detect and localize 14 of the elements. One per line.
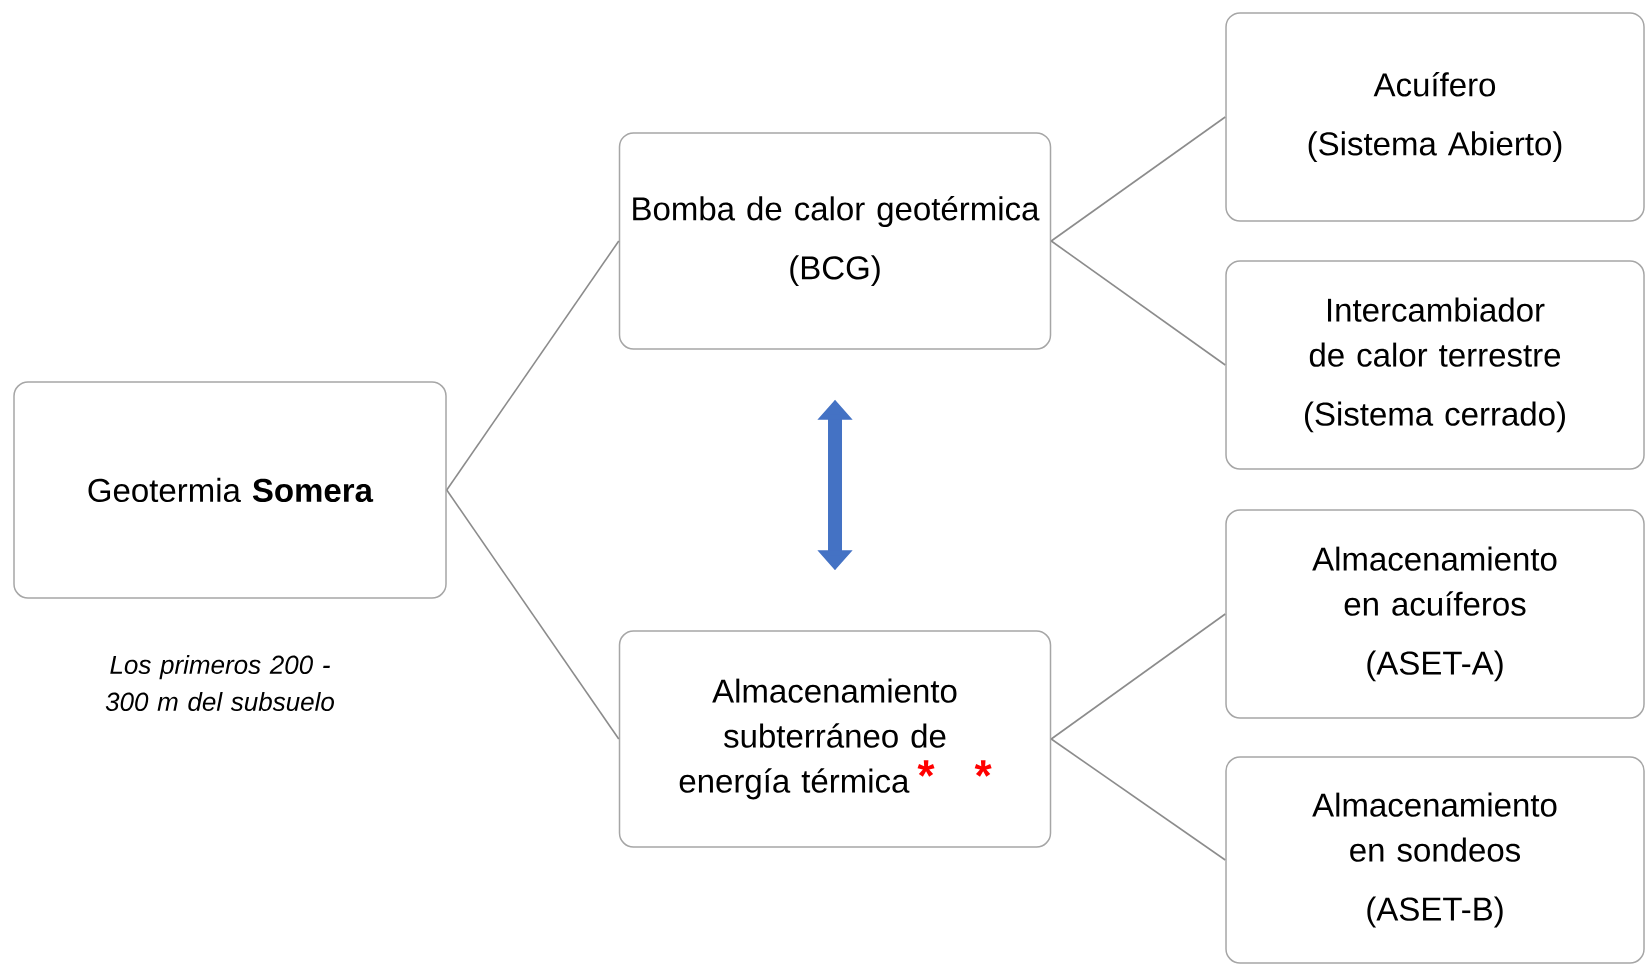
note-text: Los primeros 200 -300 m del subsuelo (105, 654, 334, 712)
connector-line (1050, 240, 1227, 366)
process-box: Almacenamiento subterráneo de energía térmica * * (618, 630, 1052, 848)
connector-line (445, 489, 620, 740)
process-box: Bomba de calor geotérmica (BCG) (618, 132, 1052, 350)
process-box: Almacenamiento en sondeos (ASET-B) (1225, 756, 1645, 964)
process-box: Almacenamiento en acuíferos (ASET-A) (1225, 509, 1645, 719)
connector-line (1050, 613, 1227, 740)
process-box: Acuífero (Sistema Abierto) (1225, 12, 1645, 222)
connector-line (445, 240, 620, 491)
process-box: Intercambiador de calor terrestre (Sistema cerrado) (1225, 260, 1645, 470)
process-box: Geotermia Somera (13, 381, 447, 599)
connector-line (1050, 738, 1227, 861)
connector-line (1050, 116, 1227, 242)
